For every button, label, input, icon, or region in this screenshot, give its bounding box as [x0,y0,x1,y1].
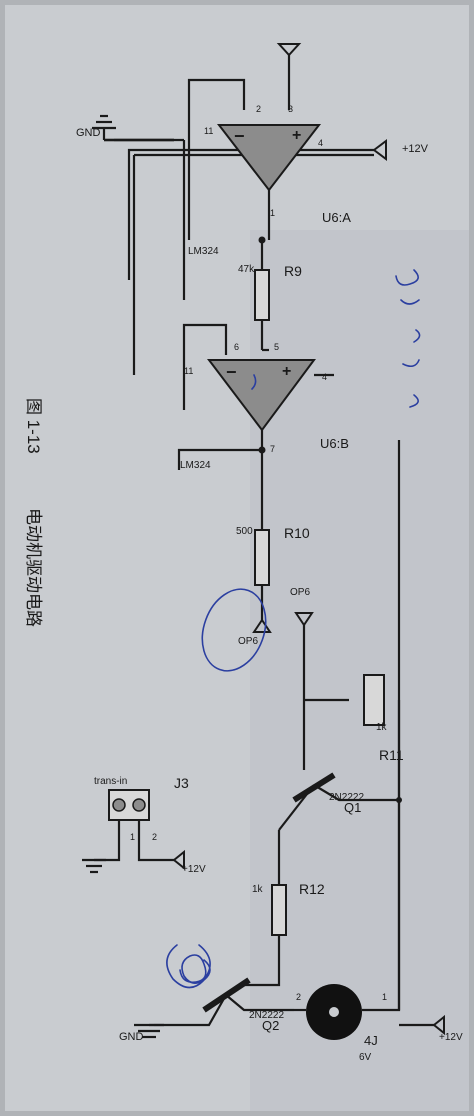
motor-vcc-flag [432,1014,445,1036]
transistor-q1-bar [292,772,336,803]
j3-pin2-label: 2 [152,832,157,842]
u6a-pin-plus: 3 [288,104,293,114]
vcc-label-top: +12V [402,143,429,155]
op6-in-label: OP6 [290,587,310,598]
motor-4j-hub [329,1007,339,1017]
resistor-r9 [254,269,270,321]
j3-vcc-flag [172,849,185,871]
connector-j3 [108,789,150,821]
gnd-label-top: GND [76,127,101,139]
u6a-input-port [276,43,302,57]
q2-part: 2N2222 [249,1010,284,1021]
u6b-pin-vcc: 4 [322,372,327,382]
j3-pin-1 [112,798,126,812]
q1-ref: Q1 [344,800,361,815]
pen-writing-top [395,269,421,408]
j3-pin-2 [132,798,146,812]
u6a-pin-minus: 2 [256,104,261,114]
wire-q1-collector [313,784,399,802]
j3-name: trans-in [94,776,127,787]
j3-pin1-label: 1 [130,832,135,842]
u6b-pin-gnd: 11 [184,366,193,376]
u6b-pin-out: 7 [270,444,275,454]
u6a-plus-sign: + [292,127,301,144]
pen-circle-op6 [201,588,267,672]
u6a-pin-out: 1 [270,208,275,218]
motor-ref: 4J [364,1033,378,1048]
wire-q2-emitter [154,994,227,1027]
q1-part: 2N2222 [329,792,364,803]
r11-ref: R11 [379,747,404,763]
figure-caption: 图 1-13 电动机驱动电路 [24,398,43,627]
u6b-ref: U6:B [320,436,349,451]
opamp-u6a [216,124,322,192]
r10-value: 500 [236,526,253,537]
motor-value: 6V [359,1052,372,1063]
resistor-r12 [271,884,287,936]
r9-value: 47k [238,264,255,275]
r12-value: 1k [252,884,264,895]
u6b-pin-minus: 6 [234,342,239,352]
resistor-r11 [363,674,385,726]
u6a-pin-vcc: 4 [318,138,323,148]
u6b-pin-plus: 5 [274,342,279,352]
schematic-body: +12V GND + − 3 2 1 4 11 LM324 U6:A R9 47… [76,43,463,1063]
pen-scribble [166,944,211,989]
motor-pin2-label: 2 [296,992,301,1002]
r10-ref: R10 [284,525,310,541]
gnd-symbol-bottom [134,1023,164,1039]
r12-ref: R12 [299,881,325,897]
r11-value: 1k [376,722,388,733]
u6a-minus-sign: − [234,126,245,146]
gnd-label-bottom: GND [119,1031,144,1043]
wire-u6b-feedback [182,323,228,410]
wire-r12-bottom [239,935,281,987]
u6a-part: LM324 [188,246,219,257]
motor-vcc-label: +12V [439,1032,463,1043]
j3-ref: J3 [174,775,189,791]
vcc-flag-top [372,139,387,161]
opamp-u6b [206,359,316,432]
resistor-r10 [254,529,270,586]
op6-in-port [294,612,314,627]
pen-mark-small [251,374,257,390]
wire-u6a-feedback [187,78,246,240]
wire-q2-collector [225,994,294,1012]
u6b-minus-sign: − [226,362,237,382]
caption-figure-number: 图 1-13 [24,398,43,454]
u6b-plus-sign: + [282,363,291,380]
wire-q1-emitter [278,784,315,831]
gnd-symbol-j3 [82,858,106,874]
wire-j3-vcc [137,820,174,862]
u6b-part: LM324 [180,460,211,471]
gnd-symbol-top [92,114,116,130]
j3-vcc-label: +12V [182,864,206,875]
r9-ref: R9 [284,263,302,279]
caption-title: 电动机驱动电路 [24,508,43,627]
q2-ref: Q2 [262,1018,279,1033]
wire-u6b-fb-link [177,448,262,470]
op6-out-label: OP6 [238,636,258,647]
motor-pin1-label: 1 [382,992,387,1002]
u6a-pin-gnd: 11 [204,126,213,136]
u6a-ref: U6:A [322,210,351,225]
